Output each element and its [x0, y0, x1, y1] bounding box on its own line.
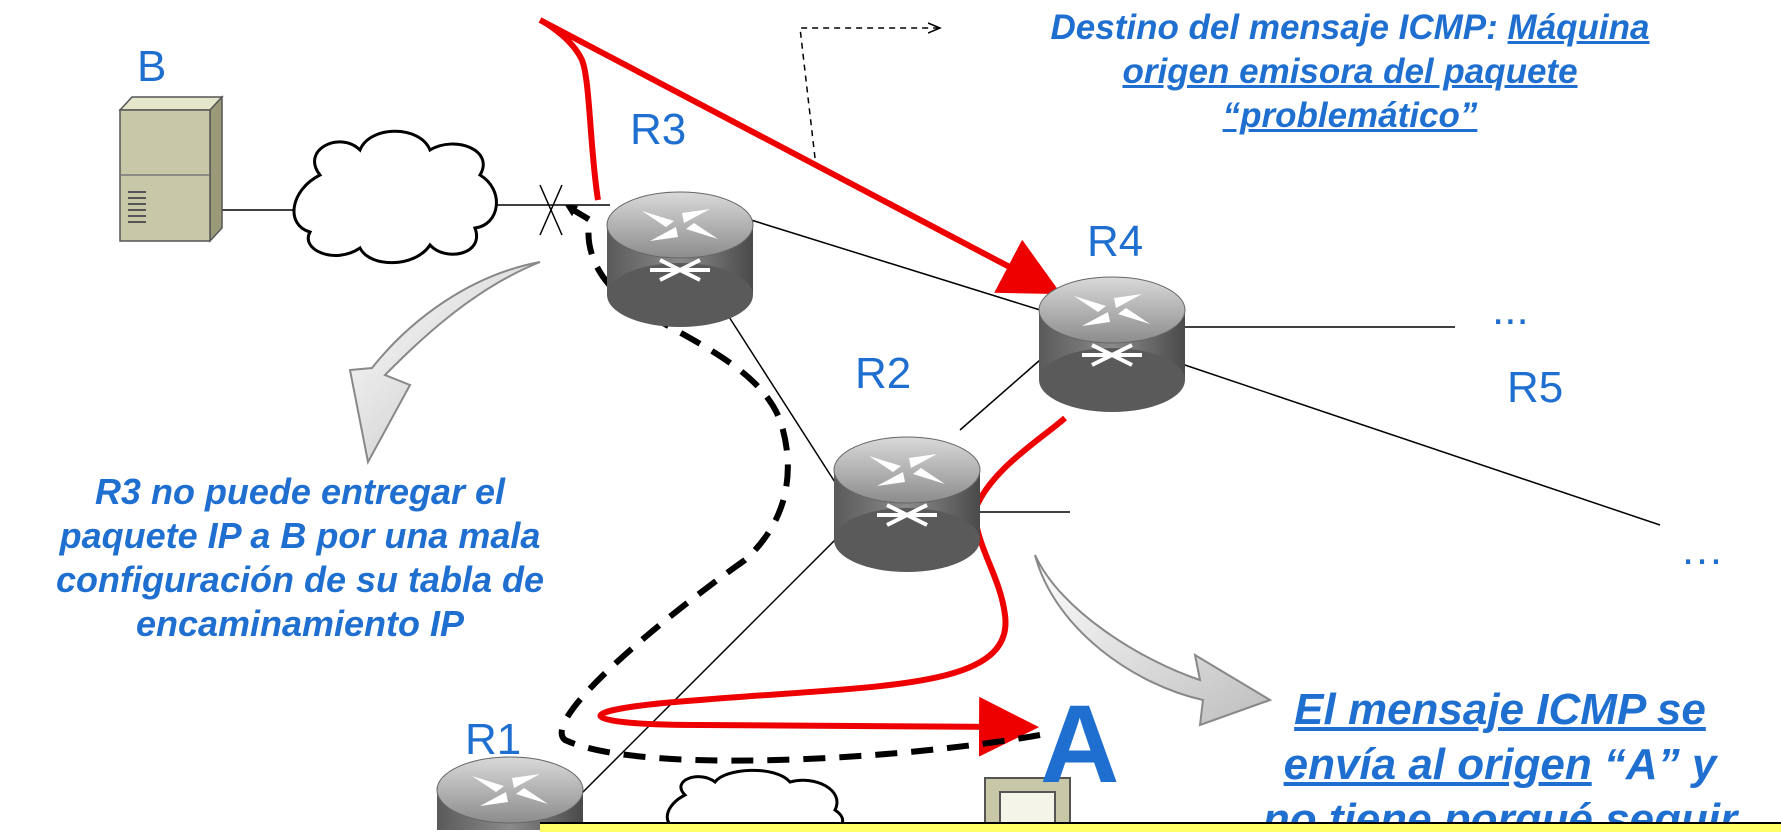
note-icmp-origin: El mensaje ICMP se envía al origen “A” y…: [1220, 682, 1780, 830]
link-r3-r2: [714, 294, 841, 491]
bottom-banner: [540, 822, 1781, 832]
note-r3-line3: configuración de su tabla de: [55, 559, 545, 600]
router-r2-icon: [833, 436, 981, 572]
network-links: [222, 204, 1661, 801]
broken-link-mark: [539, 184, 563, 236]
link-r4-far: [1169, 359, 1661, 526]
link-r2-r1: [574, 534, 841, 801]
router-r1-icon: [436, 756, 584, 835]
note-r3-line1: R3 no puede entregar el: [94, 471, 506, 512]
note-r3-line2: paquete IP a B por una mala: [59, 515, 541, 556]
label-ellipsis-r4: ...: [1492, 285, 1529, 334]
label-r2: R2: [855, 349, 912, 398]
link-r3-r4: [734, 214, 1041, 311]
note-r3-failure: R3 no puede entregar el paquete IP a B p…: [0, 470, 600, 646]
note-destination-line1-underlined: Máquina: [1507, 8, 1650, 47]
note-icmp-line2-underlined: envía al origen: [1283, 740, 1592, 789]
note-destination-line1: Destino del mensaje ICMP: Máquina: [960, 6, 1740, 50]
label-b: B: [137, 42, 167, 91]
note-icmp-line2: envía al origen “A” y: [1220, 737, 1780, 792]
link-r2-r4: [959, 359, 1041, 431]
curved-arrow-right: [1034, 554, 1273, 727]
label-r3: R3: [630, 105, 687, 154]
label-r4: R4: [1087, 217, 1144, 266]
router-r4-icon: [1038, 276, 1186, 412]
red-path-r3-to-r4: [538, 17, 1062, 295]
label-ellipsis-far: …: [1680, 525, 1724, 574]
label-host-a: A: [1040, 683, 1120, 806]
curved-arrow-left: [348, 261, 541, 465]
note-r3-line4: encaminamiento IP: [135, 603, 465, 644]
note-destination-line1-plain: Destino del mensaje ICMP:: [1050, 8, 1508, 47]
note-icmp-line2-plain: “A” y: [1591, 740, 1717, 789]
note-icmp-line1: El mensaje ICMP se: [1294, 685, 1706, 734]
cloud-b: [292, 129, 498, 265]
destination-pointer: [799, 28, 940, 159]
server-b-icon: [118, 95, 224, 243]
label-r5: R5: [1507, 363, 1564, 412]
dashed-path-a-to-r3: [558, 204, 1041, 764]
note-icmp-destination: Destino del mensaje ICMP: Máquina origen…: [960, 6, 1740, 138]
red-path-r4-to-a: [597, 415, 1067, 757]
router-r3-icon: [606, 191, 754, 327]
note-destination-line3: “problemático”: [1222, 96, 1478, 135]
label-r1: R1: [465, 715, 522, 764]
note-destination-line2: origen emisora del paquete: [1122, 52, 1578, 91]
